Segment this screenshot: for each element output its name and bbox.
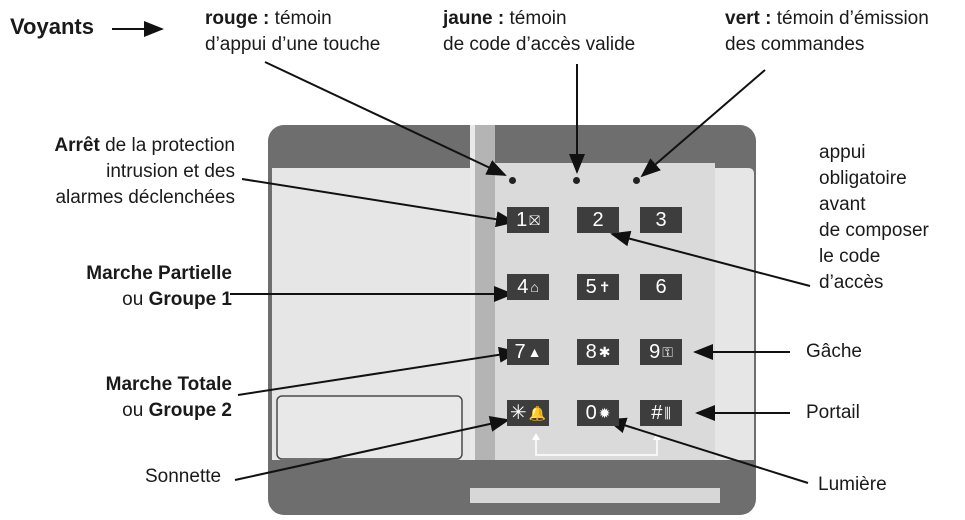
key-6[interactable]: 6 bbox=[640, 274, 682, 300]
link-arrow-head-left bbox=[532, 433, 540, 440]
keypad-top-band bbox=[495, 125, 715, 163]
keypad-bottom-band bbox=[470, 460, 720, 488]
bell-icon: 🔔 bbox=[528, 405, 547, 421]
keypad-edge-shadow bbox=[475, 125, 495, 460]
display-window bbox=[276, 395, 463, 460]
keypad-base bbox=[470, 488, 720, 503]
key-star[interactable]: ✳🔔 bbox=[507, 400, 549, 426]
key-9[interactable]: 9⚿ bbox=[640, 339, 682, 365]
right-panel bbox=[715, 168, 754, 460]
rouge-arrow bbox=[264, 61, 507, 176]
voyants-title: Voyants bbox=[10, 14, 94, 39]
label-sonnette: Sonnette bbox=[145, 466, 222, 487]
house-filled-icon: ▲ bbox=[527, 344, 542, 360]
vert-arrow bbox=[640, 69, 766, 178]
label-marche-totale: Marche Totale ou Groupe 2 bbox=[105, 374, 232, 421]
label-lumiere: Lumière bbox=[818, 474, 887, 495]
key-5[interactable]: 5✝ bbox=[577, 274, 619, 300]
key-0[interactable]: 0✹ bbox=[577, 400, 619, 426]
link-arrow bbox=[535, 436, 658, 456]
label-portail: Portail bbox=[806, 402, 860, 423]
house-outline-icon: ⌂ bbox=[530, 279, 539, 295]
label-jaune: jaune : témoin de code d’accès valide bbox=[443, 8, 636, 55]
lumiere-arrow bbox=[606, 417, 809, 484]
led-rouge bbox=[509, 177, 516, 184]
key-3[interactable]: 3 bbox=[640, 207, 682, 233]
intrusion-off-icon: ⛝ bbox=[529, 212, 540, 228]
key-1[interactable]: 1⛝ bbox=[507, 207, 549, 233]
sonnette-arrow bbox=[234, 416, 510, 481]
key-hash[interactable]: #⫼ bbox=[640, 400, 682, 426]
alarm-icon: ✱ bbox=[598, 344, 611, 360]
appui-arrow bbox=[610, 230, 811, 287]
key-7[interactable]: 7▲ bbox=[507, 339, 549, 365]
lock-icon: ⚿ bbox=[662, 344, 673, 360]
label-arret: Arrêt de la protection intrusion et des … bbox=[54, 135, 235, 208]
key-2[interactable]: 2 bbox=[577, 207, 619, 233]
led-jaune bbox=[573, 177, 580, 184]
label-rouge: rouge : témoin d’appui d’une touche bbox=[205, 8, 381, 55]
label-vert: vert : témoin d’émission des commandes bbox=[725, 8, 929, 55]
label-marche-partielle: Marche Partielle ou Groupe 1 bbox=[86, 263, 232, 310]
gate-icon: ⫼ bbox=[664, 405, 671, 421]
light-icon: ✹ bbox=[598, 405, 611, 421]
led-vert bbox=[633, 177, 640, 184]
left-panel bbox=[272, 168, 475, 460]
person-icon: ✝ bbox=[598, 279, 611, 295]
key-4[interactable]: 4⌂ bbox=[507, 274, 549, 300]
key-8[interactable]: 8✱ bbox=[577, 339, 619, 365]
label-appui: appui obligatoire avant de composer le c… bbox=[819, 142, 929, 293]
link-arrow-head-right bbox=[653, 433, 661, 440]
arret-arrow bbox=[241, 178, 516, 228]
totale-arrow bbox=[237, 346, 519, 396]
label-gache: Gâche bbox=[806, 341, 862, 362]
